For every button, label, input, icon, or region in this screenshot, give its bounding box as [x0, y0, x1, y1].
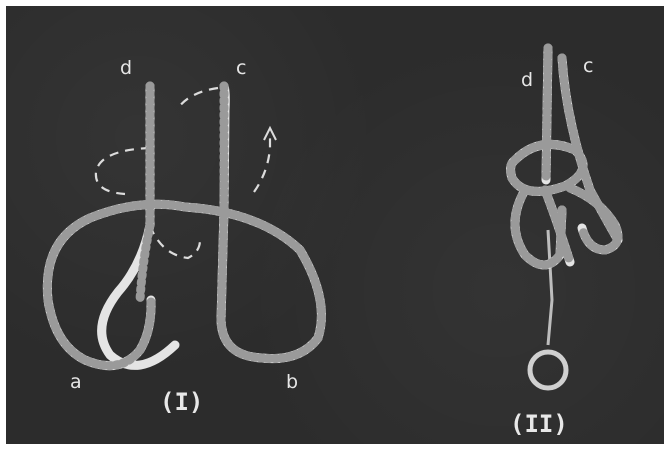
label-c-ii: c — [583, 55, 593, 77]
rope-i — [42, 81, 326, 371]
caption-i: (I) — [160, 388, 203, 416]
figure-ii: d c (II) — [506, 43, 623, 438]
label-a: a — [70, 371, 82, 393]
label-d-ii: d — [521, 69, 533, 91]
figure-i: d c a b (I) — [42, 57, 326, 416]
arrow-head-icon — [263, 125, 277, 141]
label-d-i: d — [120, 57, 132, 79]
cord — [546, 229, 554, 346]
label-c-i: c — [236, 57, 246, 79]
ring — [527, 349, 569, 391]
caption-ii: (II) — [510, 410, 568, 438]
label-b: b — [286, 371, 298, 393]
dashed-threading-path — [94, 86, 219, 260]
dashed-right-path — [253, 132, 272, 193]
rope-ii — [506, 43, 623, 270]
